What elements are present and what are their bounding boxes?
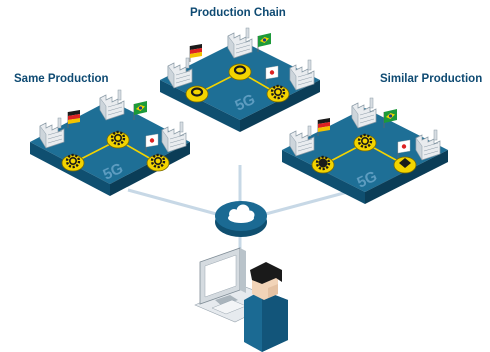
production-node bbox=[266, 84, 290, 103]
same-production-platform: 5G bbox=[30, 89, 190, 196]
production-node bbox=[353, 133, 377, 152]
link-similar-hub bbox=[261, 188, 356, 217]
operator-avatar bbox=[244, 262, 288, 352]
production-node bbox=[393, 156, 417, 174]
factory-icon bbox=[167, 57, 193, 89]
diamond-icon bbox=[399, 158, 411, 168]
cloud-hub bbox=[215, 201, 267, 237]
5g-label: 5G bbox=[355, 168, 380, 192]
production-node bbox=[146, 153, 170, 172]
brazil-flag-icon bbox=[257, 32, 272, 53]
production-node bbox=[228, 63, 252, 81]
factory-icon bbox=[39, 117, 65, 149]
factory-icon bbox=[415, 129, 441, 161]
production-chain-platform: 5G bbox=[160, 27, 320, 132]
5g-label: 5G bbox=[101, 160, 126, 184]
factory-icon bbox=[161, 121, 187, 153]
operator-workstation bbox=[194, 247, 288, 352]
same-production-title: Same Production bbox=[14, 73, 109, 85]
factory-icon bbox=[289, 59, 315, 91]
5g-label: 5G bbox=[233, 91, 258, 115]
production-node bbox=[311, 155, 335, 174]
link-same-hub bbox=[127, 188, 221, 217]
production-node bbox=[106, 130, 130, 149]
germany-flag-icon bbox=[189, 43, 203, 63]
production-node bbox=[61, 153, 85, 172]
factory-icon bbox=[99, 89, 125, 121]
factory-icon bbox=[227, 27, 253, 59]
production-node bbox=[185, 85, 209, 103]
factory-icon bbox=[351, 97, 377, 129]
monitor-icon bbox=[199, 247, 246, 306]
factory-icon bbox=[289, 125, 315, 157]
production-chain-title: Production Chain bbox=[190, 7, 286, 19]
cloud-icon bbox=[228, 204, 255, 223]
similar-production-title: Similar Production bbox=[380, 73, 483, 85]
similar-production-platform: 5G bbox=[282, 97, 448, 204]
